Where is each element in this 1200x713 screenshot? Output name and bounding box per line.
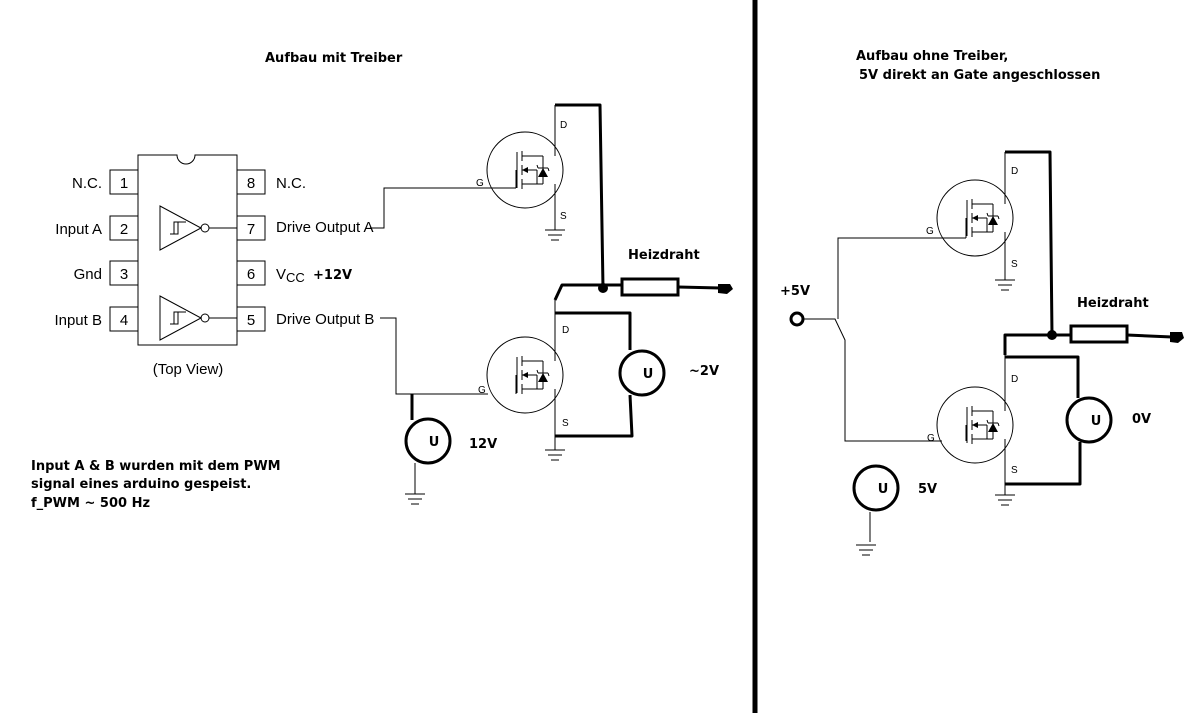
ground-icon [855, 544, 877, 556]
ic-pin-box-5 [236, 306, 266, 332]
meter-gate-right: U [852, 464, 900, 512]
right-title-line-1: Aufbau ohne Treiber, [856, 49, 1008, 64]
supply-label: +5V [780, 284, 810, 299]
ic-pin-label-5: Drive Output B [276, 311, 374, 328]
ground-icon [544, 229, 566, 241]
vcc-letter: V [276, 266, 286, 283]
mosfet-top-right-gate: G [926, 226, 934, 237]
heater-label-left: Heizdraht [628, 248, 700, 263]
ic-pin-number-1: 1 [120, 175, 128, 192]
ic-pin-number-2: 2 [120, 221, 128, 238]
ic-pin-box-6 [236, 260, 266, 286]
heater-resistor [1069, 324, 1129, 344]
mosfet-bottom-left-gate: G [478, 385, 486, 396]
meter-gate-right-value: 5V [918, 482, 937, 497]
ic-pin-box-3 [109, 260, 139, 286]
supply-terminal-icon [789, 311, 805, 327]
ground-icon [994, 279, 1016, 291]
ic-pin-label-7: Drive Output A [276, 219, 374, 236]
ic-pin-box-1 [109, 169, 139, 195]
ic-pin-box-8 [236, 169, 266, 195]
vcc-subscript: CC [286, 270, 305, 285]
mosfet-top-left: D G S [476, 105, 567, 241]
mosfet-top-left-drain: D [560, 120, 567, 131]
heater-resistor [620, 277, 680, 297]
meter-gate-left-symbol: U [429, 435, 440, 450]
meter-heater-left-value: ~2V [689, 364, 719, 379]
meter-heater-right-symbol: U [1091, 414, 1102, 429]
mosfet-bottom-right-gate: G [927, 433, 935, 444]
meter-gate-left: U [404, 417, 452, 465]
power-wiring-left [404, 103, 733, 505]
ic-pin-label-6: VCC [276, 266, 305, 285]
driver-ic: 1 2 3 4 8 7 6 5 N.C. Input A Gnd Input B… [54, 154, 374, 378]
gate-wiring-left [370, 187, 488, 395]
gate-wiring-right [803, 237, 942, 442]
mosfet-top-left-gate: G [476, 178, 484, 189]
left-panel: Aufbau mit Treiber 1 2 3 4 8 7 6 5 N.C. … [31, 51, 733, 511]
ic-pin-number-6: 6 [247, 266, 255, 283]
heater-label-right: Heizdraht [1077, 296, 1149, 311]
meter-gate-right-symbol: U [878, 482, 889, 497]
ic-pin-box-4 [109, 306, 139, 332]
ic-pin-number-3: 3 [120, 266, 128, 283]
power-wiring-right [855, 150, 1184, 556]
ic-pin-label-4: Input B [54, 312, 102, 329]
mosfet-bottom-left-source: S [562, 418, 569, 429]
inverter-a [159, 205, 237, 251]
mosfet-bottom-left: D G S [478, 300, 569, 461]
right-panel: Aufbau ohne Treiber, 5V direkt an Gate a… [780, 49, 1184, 556]
vcc-value: +12V [313, 268, 352, 283]
ic-pin-box-2 [109, 215, 139, 241]
ic-body [137, 154, 238, 346]
ic-pin-label-1: N.C. [72, 175, 102, 192]
mosfet-bottom-right-drain: D [1011, 374, 1018, 385]
right-title-line-2: 5V direkt an Gate angeschlossen [859, 68, 1100, 83]
ic-pin-number-4: 4 [120, 312, 128, 329]
inverter-b [159, 295, 237, 341]
meter-heater-left-symbol: U [643, 367, 654, 382]
meter-heater-right: U [1065, 396, 1113, 444]
meter-heater-right-value: 0V [1132, 412, 1151, 427]
note-text: Input A & B wurden mit dem PWM signal ei… [31, 459, 281, 511]
note-line-2: signal eines arduino gespeist. [31, 477, 251, 492]
mosfet-bottom-right-source: S [1011, 465, 1018, 476]
wire-end-icon [718, 284, 733, 294]
ic-pin-label-8: N.C. [276, 175, 306, 192]
ic-pin-number-5: 5 [247, 312, 255, 329]
left-title: Aufbau mit Treiber [265, 51, 403, 66]
mosfet-top-right-source: S [1011, 259, 1018, 270]
ic-pin-number-8: 8 [247, 175, 255, 192]
note-line-3: f_PWM ~ 500 Hz [31, 496, 150, 511]
ground-icon [994, 494, 1016, 506]
ic-view-label: (Top View) [153, 361, 224, 378]
mosfet-bottom-right: D G S [927, 355, 1018, 506]
note-line-1: Input A & B wurden mit dem PWM [31, 459, 281, 474]
junction-dot [1047, 330, 1057, 340]
mosfet-top-right: D G S [926, 152, 1018, 291]
meter-heater-left: U [618, 349, 666, 397]
ground-icon [404, 493, 426, 505]
ic-pin-label-2: Input A [55, 221, 102, 238]
ic-pin-label-3: Gnd [74, 266, 102, 283]
junction-dot [598, 283, 608, 293]
mosfet-top-right-drain: D [1011, 166, 1018, 177]
wire-end-icon [1170, 332, 1184, 343]
ground-icon [544, 449, 566, 461]
mosfet-bottom-left-drain: D [562, 325, 569, 336]
mosfet-top-left-source: S [560, 211, 567, 222]
meter-gate-left-value: 12V [469, 437, 497, 452]
ic-pin-number-7: 7 [247, 221, 255, 238]
